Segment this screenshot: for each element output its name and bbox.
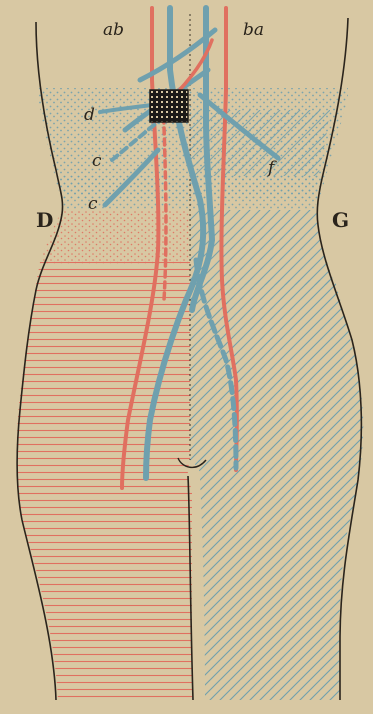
right-side-red-hatching (17, 262, 192, 700)
label-c-lower: c (88, 196, 98, 213)
label-ba: ba (243, 22, 264, 39)
label-d: d (84, 107, 95, 124)
label-ab: ab (103, 22, 124, 39)
label-c-upper: c (92, 153, 102, 170)
label-left-side: G (332, 210, 349, 230)
label-f: f (268, 160, 274, 177)
lesion-block (150, 90, 188, 122)
label-right-side: D (36, 210, 53, 230)
left-side-blue-hatching (190, 280, 363, 700)
